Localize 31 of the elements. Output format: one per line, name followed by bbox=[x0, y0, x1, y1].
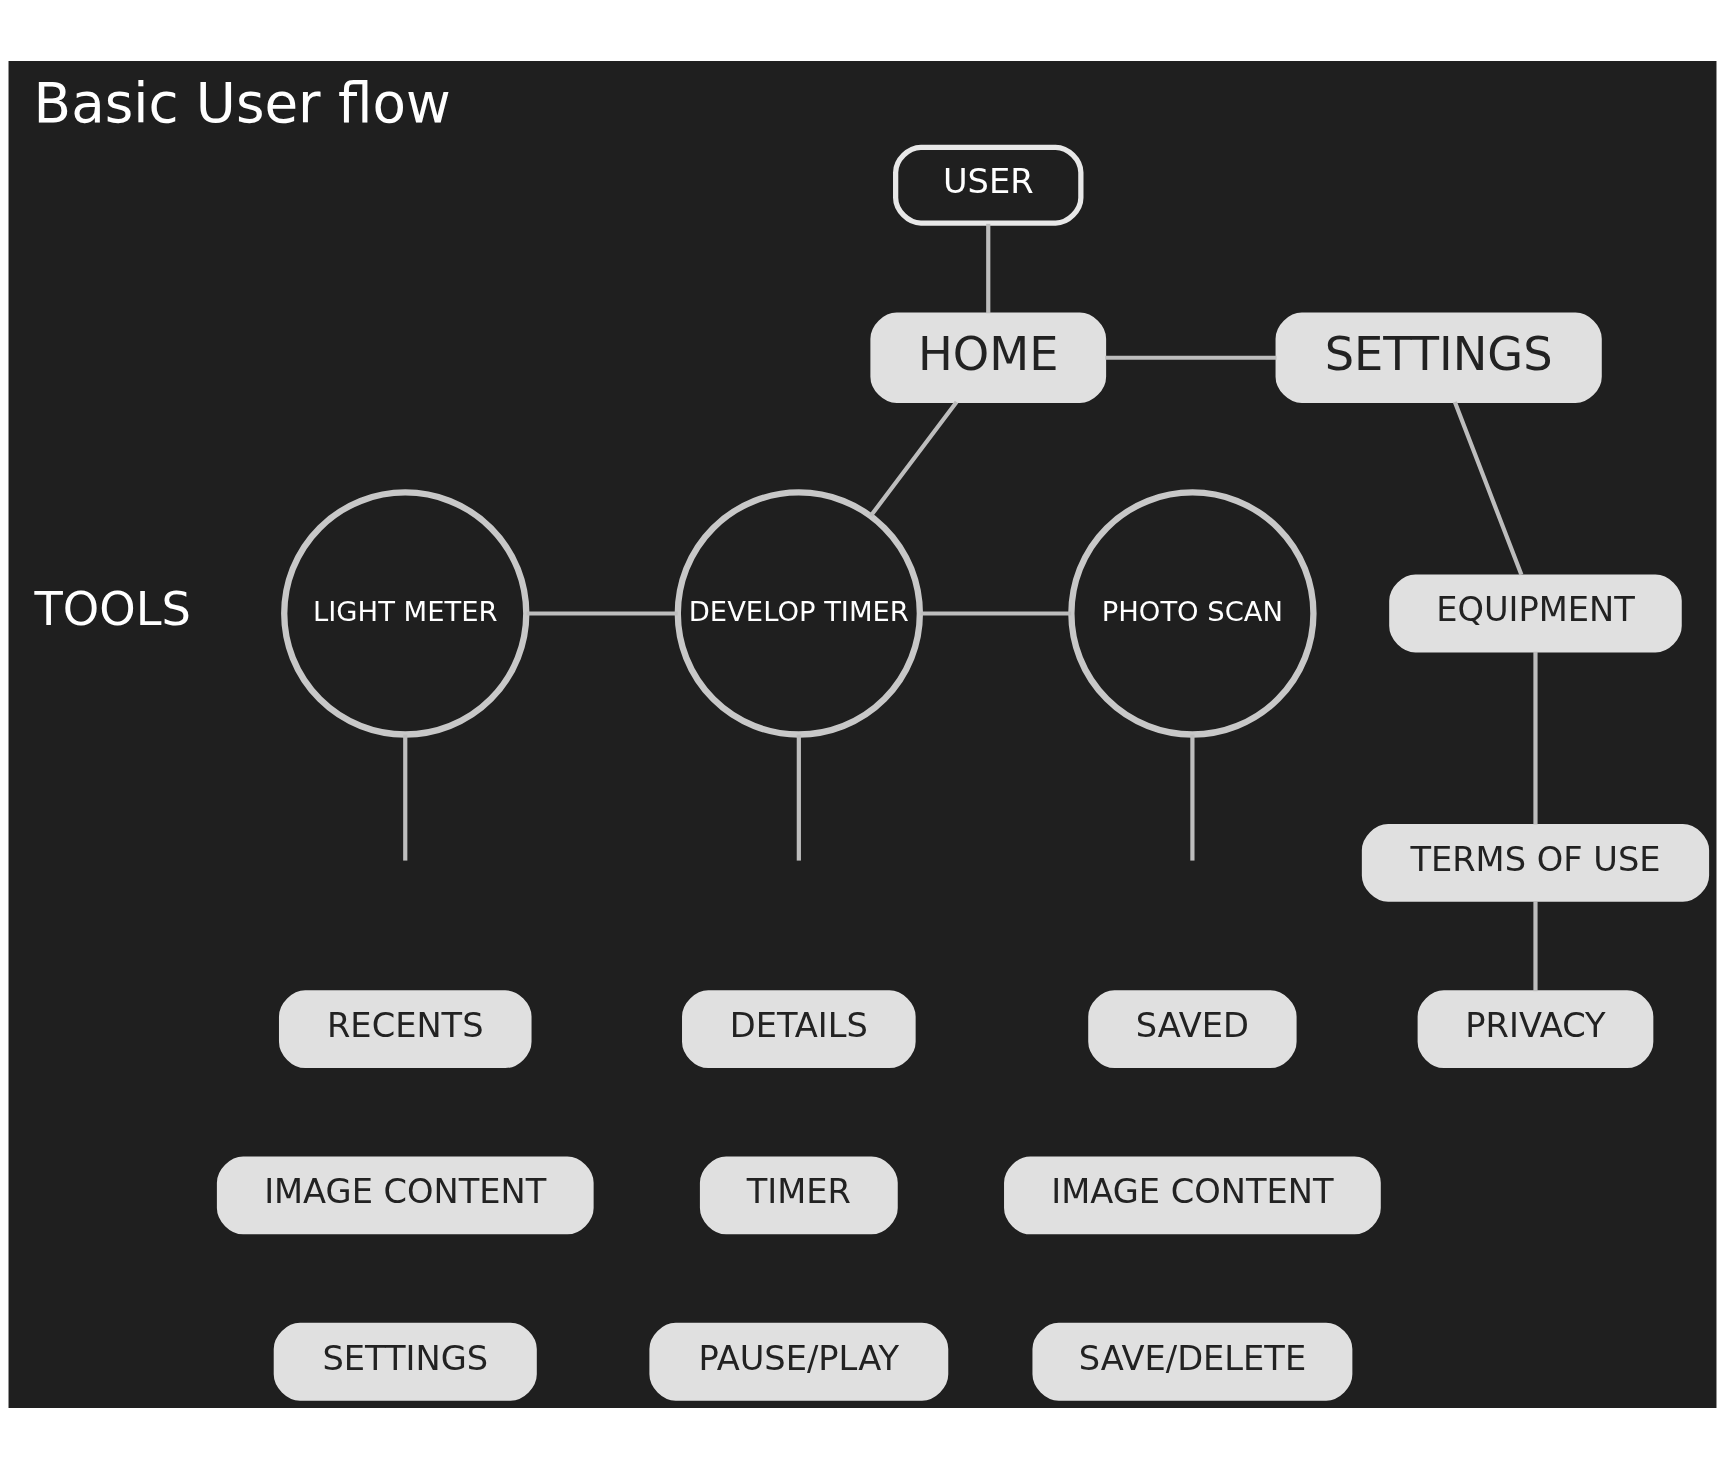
node-box: EQUIPMENT bbox=[1389, 574, 1682, 652]
node-box: SETTINGS bbox=[1275, 312, 1602, 403]
connector bbox=[1533, 900, 1538, 991]
node-box: PRIVACY bbox=[1417, 989, 1654, 1068]
node-box: USER bbox=[893, 144, 1084, 226]
connector bbox=[1452, 400, 1524, 576]
connector bbox=[526, 610, 678, 616]
node-circle: DEVELOP TIMER bbox=[674, 488, 923, 738]
connector bbox=[796, 734, 801, 861]
node-box: IMAGE CONTENT bbox=[216, 1156, 594, 1234]
node-box: PAUSE/PLAY bbox=[649, 1322, 949, 1401]
connector bbox=[1533, 651, 1538, 824]
node-circle: PHOTO SCAN bbox=[1068, 488, 1317, 738]
node-box: SETTINGS bbox=[273, 1322, 537, 1401]
node-box: DETAILS bbox=[682, 989, 916, 1068]
node-box: SAVED bbox=[1088, 989, 1297, 1068]
label: TOOLS bbox=[34, 581, 191, 636]
connector bbox=[1190, 734, 1195, 861]
node-box: RECENTS bbox=[278, 989, 532, 1068]
node-box: IMAGE CONTENT bbox=[1004, 1156, 1381, 1234]
connector bbox=[869, 400, 959, 517]
node-box: TIMER bbox=[699, 1156, 898, 1234]
connector bbox=[403, 734, 408, 861]
diagram-title: Basic User flow bbox=[33, 70, 451, 135]
node-box: SAVE/DELETE bbox=[1032, 1322, 1353, 1401]
node-box: TERMS OF USE bbox=[1361, 823, 1710, 902]
connector bbox=[1105, 355, 1277, 360]
connector bbox=[986, 223, 991, 313]
connector bbox=[920, 610, 1072, 616]
node-box: HOME bbox=[870, 312, 1107, 403]
node-circle: LIGHT METER bbox=[281, 488, 530, 738]
